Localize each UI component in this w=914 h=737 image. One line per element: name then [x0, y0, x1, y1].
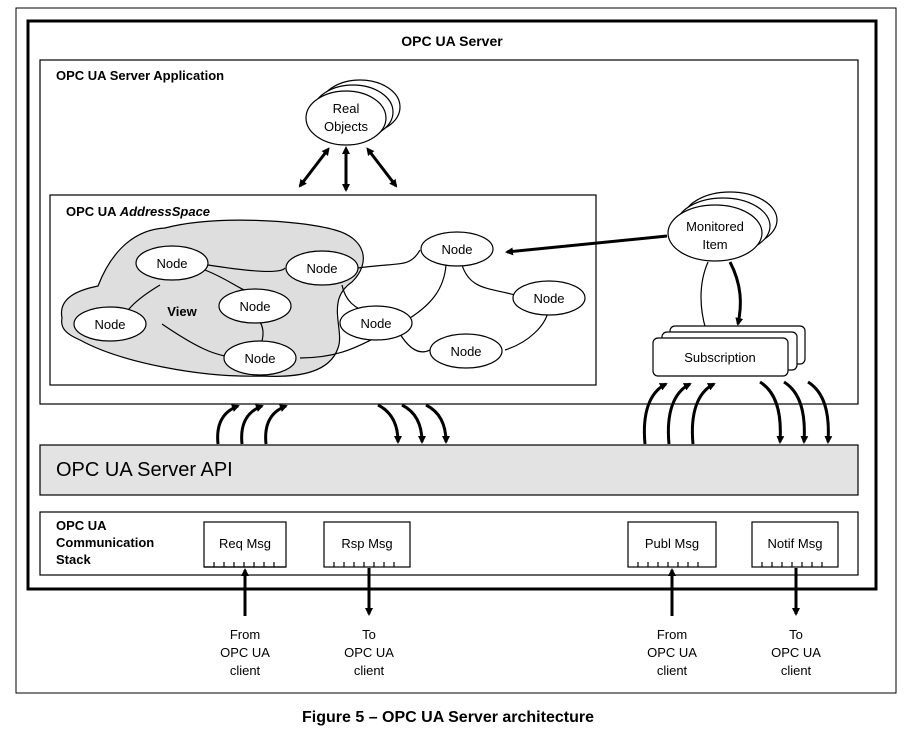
server-api-bar: [39, 444, 859, 496]
svg-text:Node: Node: [533, 291, 564, 306]
svg-text:Node: Node: [156, 256, 187, 271]
comm-stack-box: [39, 511, 859, 576]
figure-frame: [15, 7, 897, 694]
svg-text:Node: Node: [244, 351, 275, 366]
monitored-item-to-node-arrow: [505, 234, 668, 256]
app-to-api-arrows: [377, 403, 450, 444]
real-objects: Real Objects: [305, 79, 401, 146]
application-title: OPC UA Server Application: [56, 68, 224, 83]
req-msg-box: Req Msg: [203, 521, 287, 568]
svg-text:Node: Node: [450, 344, 481, 359]
monitored-item-line1: Monitored: [686, 219, 744, 234]
req-msg-label: Req Msg: [219, 536, 271, 551]
monitored-to-subscription-arrow: [728, 261, 744, 326]
figure-caption: Figure 5 – OPC UA Server architecture: [302, 709, 594, 726]
node-6: Node: [339, 305, 413, 341]
svg-text:OPC UA: OPC UA: [344, 645, 394, 660]
svg-text:Node: Node: [306, 261, 337, 276]
svg-text:From: From: [230, 627, 260, 642]
to-client-label-2: To OPC UA client: [771, 627, 821, 678]
node-3: Node: [218, 288, 292, 324]
comm-stack-line3: Stack: [56, 552, 91, 567]
svg-text:OPC UA: OPC UA: [771, 645, 821, 660]
monitored-item: Monitored Item: [667, 191, 778, 262]
notif-msg-box: Notif Msg: [751, 521, 839, 568]
svg-text:client: client: [230, 663, 261, 678]
monitored-item-line2: Item: [702, 237, 727, 252]
real-objects-arrow-right: [366, 147, 398, 188]
subscription-label: Subscription: [684, 350, 756, 365]
address-space-title: OPC UA AddressSpace: [66, 204, 210, 219]
real-objects-line1: Real: [333, 101, 360, 116]
node-1: Node: [135, 245, 209, 281]
server-box: [26, 19, 878, 591]
node-9: Node: [429, 333, 503, 369]
svg-text:Node: Node: [94, 317, 125, 332]
comm-stack-line1: OPC UA: [56, 518, 107, 533]
api-to-subscription-arrows: [642, 382, 716, 445]
svg-text:client: client: [354, 663, 385, 678]
server-title: OPC UA Server: [401, 33, 503, 49]
svg-text:OPC UA: OPC UA: [220, 645, 270, 660]
svg-text:client: client: [657, 663, 688, 678]
monitored-subscription-loop: [700, 261, 709, 331]
node-7: Node: [420, 231, 494, 267]
svg-text:To: To: [362, 627, 376, 642]
node-5: Node: [223, 340, 297, 376]
svg-text:client: client: [781, 663, 812, 678]
comm-stack-line2: Communication: [56, 535, 154, 550]
publ-msg-box: Publ Msg: [627, 521, 717, 568]
server-api-label: OPC UA Server API: [56, 459, 233, 481]
svg-text:Node: Node: [239, 299, 270, 314]
rsp-msg-label: Rsp Msg: [341, 536, 392, 551]
svg-text:From: From: [657, 627, 687, 642]
publ-msg-label: Publ Msg: [645, 536, 699, 551]
svg-text:Node: Node: [441, 242, 472, 257]
from-client-label-1: From OPC UA client: [220, 627, 270, 678]
subscription-to-api-arrows: [759, 380, 833, 444]
api-to-app-arrows: [216, 404, 288, 445]
subscription: Subscription: [652, 325, 806, 377]
svg-text:To: To: [789, 627, 803, 642]
view-label: View: [167, 304, 197, 319]
svg-text:Node: Node: [360, 316, 391, 331]
from-client-label-2: From OPC UA client: [647, 627, 697, 678]
svg-text:OPC UA: OPC UA: [647, 645, 697, 660]
to-client-label-1: To OPC UA client: [344, 627, 394, 678]
real-objects-arrow-left: [298, 147, 330, 188]
real-objects-line2: Objects: [324, 119, 369, 134]
notif-msg-label: Notif Msg: [768, 536, 823, 551]
node-2: Node: [285, 250, 359, 286]
node-8: Node: [512, 280, 586, 316]
node-4: Node: [73, 306, 147, 342]
rsp-msg-box: Rsp Msg: [323, 521, 411, 568]
